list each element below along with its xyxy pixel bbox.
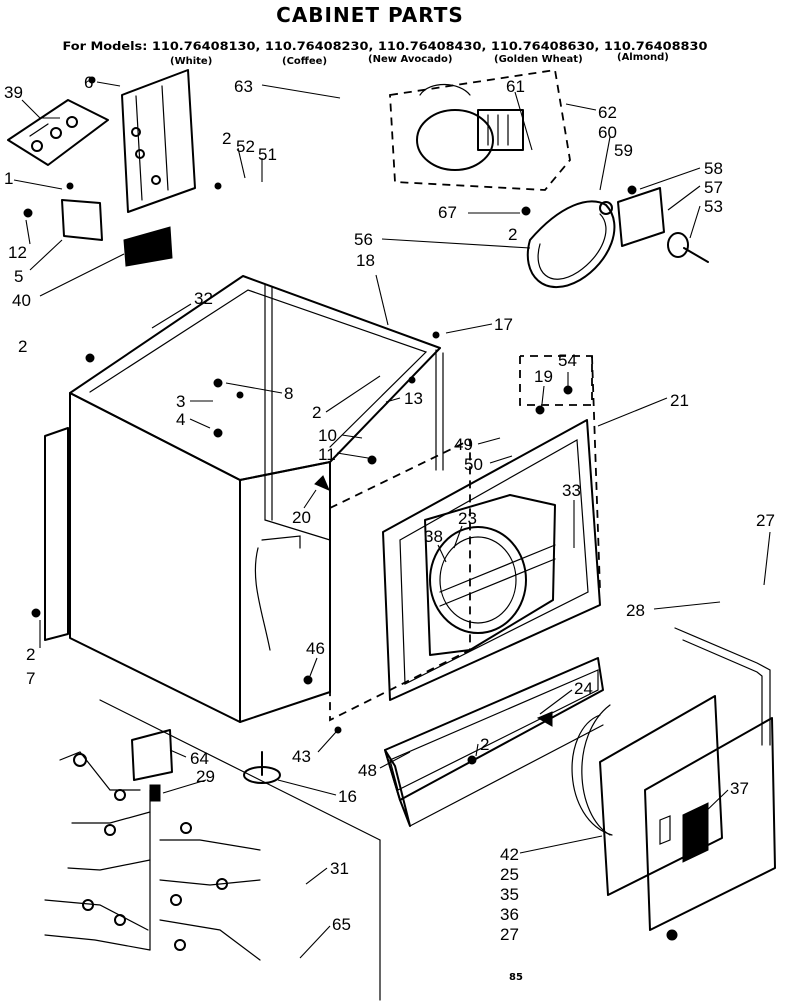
callout-52: 52 — [236, 137, 255, 156]
diagram-title: CABINET PARTS — [276, 3, 464, 27]
callout-37: 37 — [730, 779, 749, 798]
callout-7: 7 — [26, 669, 35, 688]
model-color-coffee: (Coffee) — [282, 56, 327, 67]
door-assembly — [571, 695, 776, 931]
callout-2: 2 — [508, 225, 517, 244]
callout-61: 61 — [506, 77, 525, 96]
cabinet-side-panel — [44, 427, 69, 641]
callout-46: 46 — [306, 639, 325, 658]
callout-18: 18 — [356, 251, 375, 270]
callout-28: 28 — [626, 601, 645, 620]
callout-17: 17 — [494, 315, 513, 334]
leveling-leg — [243, 751, 281, 784]
model-color-white: (White) — [170, 56, 212, 67]
callout-1: 1 — [4, 169, 13, 188]
callout-23: 23 — [458, 509, 477, 528]
leader-lines — [13, 81, 771, 959]
callout-43: 43 — [292, 747, 311, 766]
callout-32: 32 — [194, 289, 213, 308]
front-panel-dashed-frame — [329, 438, 471, 722]
callout-10: 10 — [318, 426, 337, 445]
model-color-new-avocado: (New Avocado) — [368, 54, 453, 65]
callout-2: 2 — [312, 403, 321, 422]
callout-57: 57 — [704, 178, 723, 197]
callout-64: 64 — [190, 749, 209, 768]
callout-49: 49 — [454, 435, 473, 454]
wiring-harness — [44, 699, 381, 1001]
callout-59: 59 — [614, 141, 633, 160]
callout-25: 25 — [500, 865, 519, 884]
callout-67: 67 — [438, 203, 457, 222]
models-line: For Models: 110.76408130, 110.76408230, … — [63, 39, 708, 53]
callout-63: 63 — [234, 77, 253, 96]
callout-2: 2 — [222, 129, 231, 148]
callout-5: 5 — [14, 267, 23, 286]
model-color-golden-wheat: (Golden Wheat) — [494, 54, 583, 65]
callout-48: 48 — [358, 761, 377, 780]
callout-3: 3 — [176, 392, 185, 411]
callout-27: 27 — [500, 925, 519, 944]
idler-pulley — [667, 232, 709, 263]
callout-6: 6 — [84, 73, 93, 92]
terminal-block — [61, 199, 173, 267]
callout-50: 50 — [464, 455, 483, 474]
toe-panel — [384, 657, 604, 827]
callout-60: 60 — [598, 123, 617, 142]
drive-belt — [526, 200, 616, 289]
control-panel-bracket — [7, 99, 109, 166]
callout-21: 21 — [670, 391, 689, 410]
diagram-header: CABINET PARTS For Models: 110.76408130, … — [63, 3, 708, 67]
callout-4: 4 — [176, 410, 185, 429]
callout-2: 2 — [26, 645, 35, 664]
callout-56: 56 — [354, 230, 373, 249]
callout-16: 16 — [338, 787, 357, 806]
cabinet-body — [69, 275, 444, 723]
front-bulkhead — [382, 419, 601, 701]
callout-2: 2 — [18, 337, 27, 356]
callout-62: 62 — [598, 103, 617, 122]
callout-20: 20 — [292, 508, 311, 527]
page-number: 85 — [509, 972, 523, 983]
dashed-door-switch-frame — [519, 355, 601, 591]
callout-labels: 39 6 1 12 5 40 2 52 51 63 61 62 60 59 58… — [4, 73, 775, 944]
callout-54: 54 — [558, 351, 577, 370]
callout-33: 33 — [562, 481, 581, 500]
callout-8: 8 — [284, 384, 293, 403]
terminal-block-64 — [131, 729, 173, 802]
callout-27: 27 — [756, 511, 775, 530]
callout-39: 39 — [4, 83, 23, 102]
idler-pulley-bracket — [599, 187, 665, 247]
callout-2: 2 — [480, 735, 489, 754]
callout-51: 51 — [258, 145, 277, 164]
exhaust-duct — [674, 627, 771, 746]
callout-36: 36 — [500, 905, 519, 924]
callout-31: 31 — [330, 859, 349, 878]
callout-42: 42 — [500, 845, 519, 864]
callout-29: 29 — [196, 767, 215, 786]
callout-35: 35 — [500, 885, 519, 904]
callout-19: 19 — [534, 367, 553, 386]
callout-40: 40 — [12, 291, 31, 310]
small-hardware — [23, 76, 678, 941]
callout-65: 65 — [332, 915, 351, 934]
timer-console — [121, 69, 196, 213]
callout-38: 38 — [424, 527, 443, 546]
model-color-almond: (Almond) — [617, 52, 669, 63]
callout-13: 13 — [404, 389, 423, 408]
callout-53: 53 — [704, 197, 723, 216]
callout-12: 12 — [8, 243, 27, 262]
callout-11: 11 — [318, 445, 336, 464]
callout-58: 58 — [704, 159, 723, 178]
motor-assembly — [389, 68, 571, 191]
callout-24: 24 — [574, 679, 593, 698]
